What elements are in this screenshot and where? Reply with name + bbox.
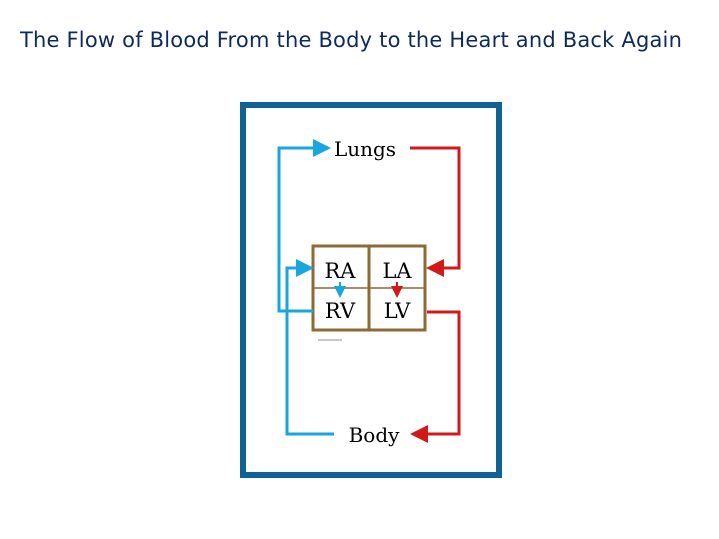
label-la: LA: [382, 259, 412, 283]
lungs-to-la-path: [410, 146, 461, 277]
page-title: The Flow of Blood From the Body to the H…: [20, 28, 683, 52]
label-rv: RV: [325, 299, 356, 323]
label-lv: LV: [384, 299, 411, 323]
label-lungs: Lungs: [334, 137, 396, 161]
lv-to-body-path: [410, 310, 461, 443]
rv-to-lungs-path: [277, 139, 331, 313]
body-to-ra-path: [285, 259, 334, 436]
label-body: Body: [349, 423, 401, 447]
label-ra: RA: [325, 259, 357, 283]
